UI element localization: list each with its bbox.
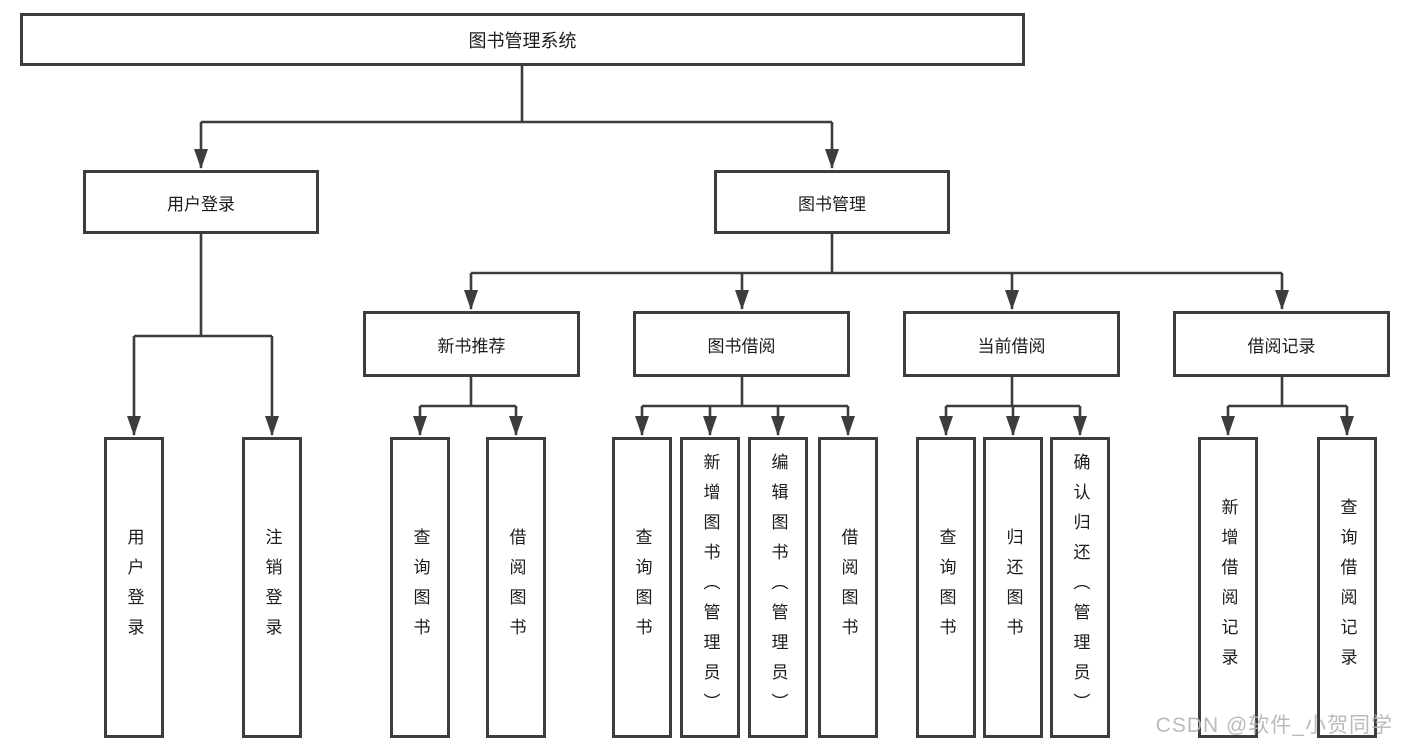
watermark: CSDN @软件_小贺同学 xyxy=(1155,714,1393,737)
leaf-user-login-label: 用户登录 xyxy=(124,527,144,648)
leaf-borrow-books-1: 借阅图书 xyxy=(486,437,546,738)
leaf-add-borrow-record-label: 新增借阅记录 xyxy=(1218,497,1238,678)
leaf-return-book-label: 归还图书 xyxy=(1003,527,1023,648)
leaf-query-books-3: 查询图书 xyxy=(916,437,976,738)
leaf-borrow-books-1-label: 借阅图书 xyxy=(506,527,526,648)
leaf-query-books-2-label: 查询图书 xyxy=(632,527,652,648)
node-book-mgmt: 图书管理 xyxy=(714,170,950,234)
leaf-logout-label: 注销登录 xyxy=(262,527,282,648)
leaf-add-book-admin: 新增图书（管理员） xyxy=(680,437,740,738)
leaf-borrow-books-2: 借阅图书 xyxy=(818,437,878,738)
node-book-borrow: 图书借阅 xyxy=(633,311,850,377)
node-user-login-label: 用户登录 xyxy=(167,194,235,214)
node-new-book-recommend-label: 新书推荐 xyxy=(437,336,506,356)
node-borrow-records-label: 借阅记录 xyxy=(1247,336,1316,356)
leaf-query-books-3-label: 查询图书 xyxy=(936,527,956,648)
leaf-query-borrow-record-label: 查询借阅记录 xyxy=(1337,497,1357,678)
leaf-user-login: 用户登录 xyxy=(104,437,164,738)
leaf-logout: 注销登录 xyxy=(242,437,302,738)
leaf-confirm-return-admin: 确认归还（管理员） xyxy=(1050,437,1110,738)
node-user-login: 用户登录 xyxy=(83,170,319,234)
leaf-edit-book-admin-label: 编辑图书（管理员） xyxy=(768,452,788,723)
leaf-borrow-books-2-label: 借阅图书 xyxy=(838,527,858,648)
leaf-edit-book-admin: 编辑图书（管理员） xyxy=(748,437,808,738)
node-book-mgmt-label: 图书管理 xyxy=(798,194,866,214)
node-root-label: 图书管理系统 xyxy=(468,30,577,51)
leaf-query-books-2: 查询图书 xyxy=(612,437,672,738)
leaf-return-book: 归还图书 xyxy=(983,437,1043,738)
leaf-confirm-return-admin-label: 确认归还（管理员） xyxy=(1070,452,1090,723)
node-current-borrow-label: 当前借阅 xyxy=(977,336,1046,356)
leaf-add-borrow-record: 新增借阅记录 xyxy=(1198,437,1258,738)
leaf-query-books-1: 查询图书 xyxy=(390,437,450,738)
node-book-borrow-label: 图书借阅 xyxy=(707,336,776,356)
leaf-query-borrow-record: 查询借阅记录 xyxy=(1317,437,1377,738)
node-root: 图书管理系统 xyxy=(20,13,1025,66)
leaf-query-books-1-label: 查询图书 xyxy=(410,527,430,648)
leaf-add-book-admin-label: 新增图书（管理员） xyxy=(700,452,720,723)
node-borrow-records: 借阅记录 xyxy=(1173,311,1390,377)
node-current-borrow: 当前借阅 xyxy=(903,311,1120,377)
node-new-book-recommend: 新书推荐 xyxy=(363,311,580,377)
